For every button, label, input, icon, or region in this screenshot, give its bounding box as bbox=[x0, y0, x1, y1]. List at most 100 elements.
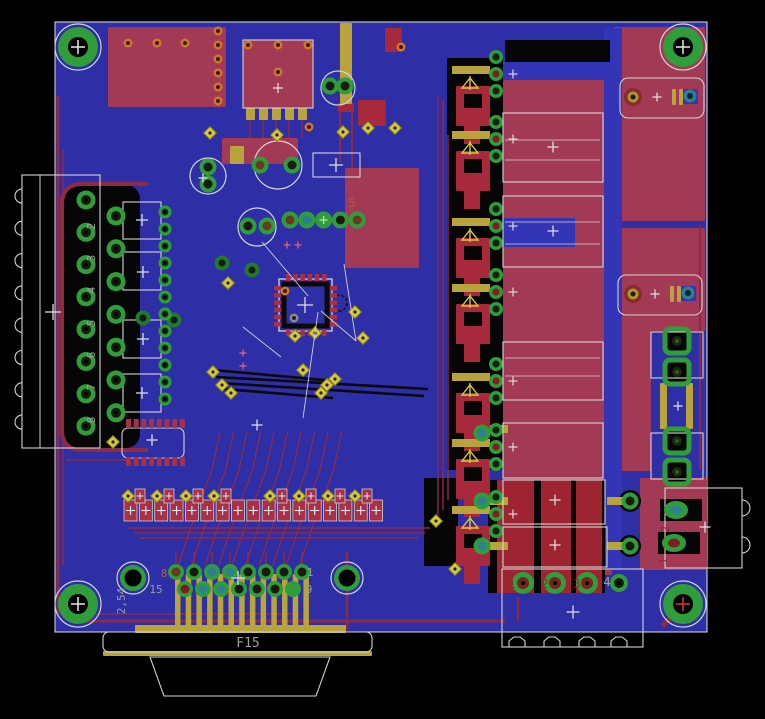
connector-pin[interactable] bbox=[260, 574, 267, 626]
qfp-pad[interactable] bbox=[314, 274, 320, 281]
pad-center[interactable] bbox=[670, 505, 682, 515]
soic-pad[interactable] bbox=[133, 419, 139, 428]
soic-pad[interactable] bbox=[141, 419, 147, 428]
soic-pad[interactable] bbox=[126, 457, 131, 466]
pad-center[interactable] bbox=[492, 493, 500, 501]
header-pad[interactable] bbox=[335, 215, 345, 225]
through-hole-pad[interactable] bbox=[203, 162, 213, 172]
soic-pad[interactable] bbox=[179, 457, 185, 466]
soic-pad[interactable] bbox=[149, 457, 155, 466]
pad-center[interactable] bbox=[492, 443, 500, 451]
dsub-pad[interactable] bbox=[207, 567, 217, 577]
header-pad[interactable] bbox=[285, 215, 295, 225]
soic-pad[interactable] bbox=[133, 457, 139, 466]
gold-pad[interactable] bbox=[135, 625, 346, 633]
qfp-pad[interactable] bbox=[300, 274, 305, 281]
pad-center[interactable] bbox=[492, 118, 500, 126]
qfp-pad[interactable] bbox=[330, 322, 337, 327]
qfp-pad[interactable] bbox=[274, 300, 281, 305]
pad-center[interactable] bbox=[492, 510, 500, 518]
pad-center[interactable] bbox=[492, 460, 500, 468]
qfp-pad[interactable] bbox=[286, 329, 291, 336]
header-pad[interactable] bbox=[352, 215, 362, 225]
pad-center[interactable] bbox=[492, 53, 500, 61]
qfp-pad[interactable] bbox=[330, 286, 337, 291]
dsub-pad[interactable] bbox=[270, 584, 280, 594]
soic-pad[interactable] bbox=[149, 419, 155, 428]
through-hole-pad[interactable] bbox=[625, 541, 635, 551]
gold-pad[interactable] bbox=[452, 506, 490, 514]
pad-center[interactable] bbox=[492, 222, 500, 230]
dsub-pad[interactable] bbox=[288, 584, 298, 594]
soic-pad[interactable] bbox=[172, 419, 178, 428]
dsub-pad[interactable] bbox=[297, 567, 307, 577]
through-hole-pad[interactable] bbox=[477, 541, 487, 551]
through-hole-pad[interactable] bbox=[243, 221, 253, 231]
pad-center[interactable] bbox=[492, 70, 500, 78]
dsub-pad[interactable] bbox=[243, 567, 253, 577]
pad-center[interactable] bbox=[492, 87, 500, 95]
pad-center[interactable] bbox=[492, 305, 500, 313]
through-hole-pad[interactable] bbox=[477, 428, 487, 438]
connector-pin[interactable] bbox=[282, 574, 288, 626]
gold-pad[interactable] bbox=[670, 286, 674, 302]
dsub-pad[interactable] bbox=[234, 584, 244, 594]
through-hole-pad[interactable] bbox=[262, 221, 272, 231]
gold-pad[interactable] bbox=[677, 286, 681, 302]
pad-center[interactable] bbox=[492, 135, 500, 143]
component-body[interactable] bbox=[358, 100, 386, 126]
gold-pad[interactable] bbox=[452, 284, 490, 292]
fuse-pad[interactable] bbox=[662, 326, 692, 356]
gold-pad[interactable] bbox=[259, 108, 268, 120]
component-body[interactable] bbox=[338, 103, 354, 112]
pad-center[interactable] bbox=[492, 288, 500, 296]
dsub-pad[interactable] bbox=[252, 584, 262, 594]
pad-center[interactable] bbox=[492, 426, 500, 434]
qfp-pad[interactable] bbox=[307, 274, 313, 281]
pad-center[interactable] bbox=[492, 527, 500, 535]
soic-pad[interactable] bbox=[141, 457, 147, 466]
connector-pin[interactable] bbox=[207, 574, 213, 626]
qfp-pad[interactable] bbox=[322, 274, 327, 281]
connector-pin[interactable] bbox=[175, 574, 181, 626]
gold-pad[interactable] bbox=[660, 383, 667, 429]
qfp-pad[interactable] bbox=[330, 293, 337, 298]
qfp-pad[interactable] bbox=[322, 329, 327, 336]
gold-pad[interactable] bbox=[452, 218, 490, 226]
qfp-pad[interactable] bbox=[293, 274, 298, 281]
through-hole-pad[interactable] bbox=[340, 81, 350, 91]
soic-pad[interactable] bbox=[179, 419, 185, 428]
connector-pin[interactable] bbox=[303, 574, 309, 626]
dsub-pad[interactable] bbox=[279, 567, 289, 577]
pad-center[interactable] bbox=[492, 239, 500, 247]
gold-pad[interactable] bbox=[230, 146, 244, 164]
gold-pad[interactable] bbox=[452, 439, 490, 447]
qfp-pad[interactable] bbox=[274, 307, 281, 313]
fuse-pad[interactable] bbox=[662, 357, 692, 387]
through-hole-pad[interactable] bbox=[477, 496, 487, 506]
qfp-pad[interactable] bbox=[330, 307, 337, 313]
fuse-pad[interactable] bbox=[662, 426, 692, 456]
pad-center[interactable] bbox=[492, 152, 500, 160]
pad-center[interactable] bbox=[492, 360, 500, 368]
through-hole-pad[interactable] bbox=[325, 81, 335, 91]
qfp-pad[interactable] bbox=[286, 274, 291, 281]
connector-pin[interactable] bbox=[228, 574, 235, 626]
gold-pad[interactable] bbox=[679, 89, 683, 105]
qfp-pad[interactable] bbox=[274, 314, 281, 320]
pad-center[interactable] bbox=[492, 205, 500, 213]
gold-pad[interactable] bbox=[285, 108, 294, 120]
header-pad[interactable] bbox=[302, 215, 312, 225]
gold-pad[interactable] bbox=[672, 89, 676, 105]
qfp-pad[interactable] bbox=[274, 322, 281, 327]
pad-center[interactable] bbox=[492, 394, 500, 402]
gold-pad[interactable] bbox=[272, 108, 281, 120]
gold-pad[interactable] bbox=[452, 131, 490, 139]
gold-pad[interactable] bbox=[452, 66, 490, 74]
through-hole-pad[interactable] bbox=[625, 496, 635, 506]
pad-center[interactable] bbox=[492, 377, 500, 385]
soic-pad[interactable] bbox=[126, 419, 131, 428]
dsub-pad[interactable] bbox=[225, 567, 235, 577]
qfp-pad[interactable] bbox=[274, 293, 281, 298]
